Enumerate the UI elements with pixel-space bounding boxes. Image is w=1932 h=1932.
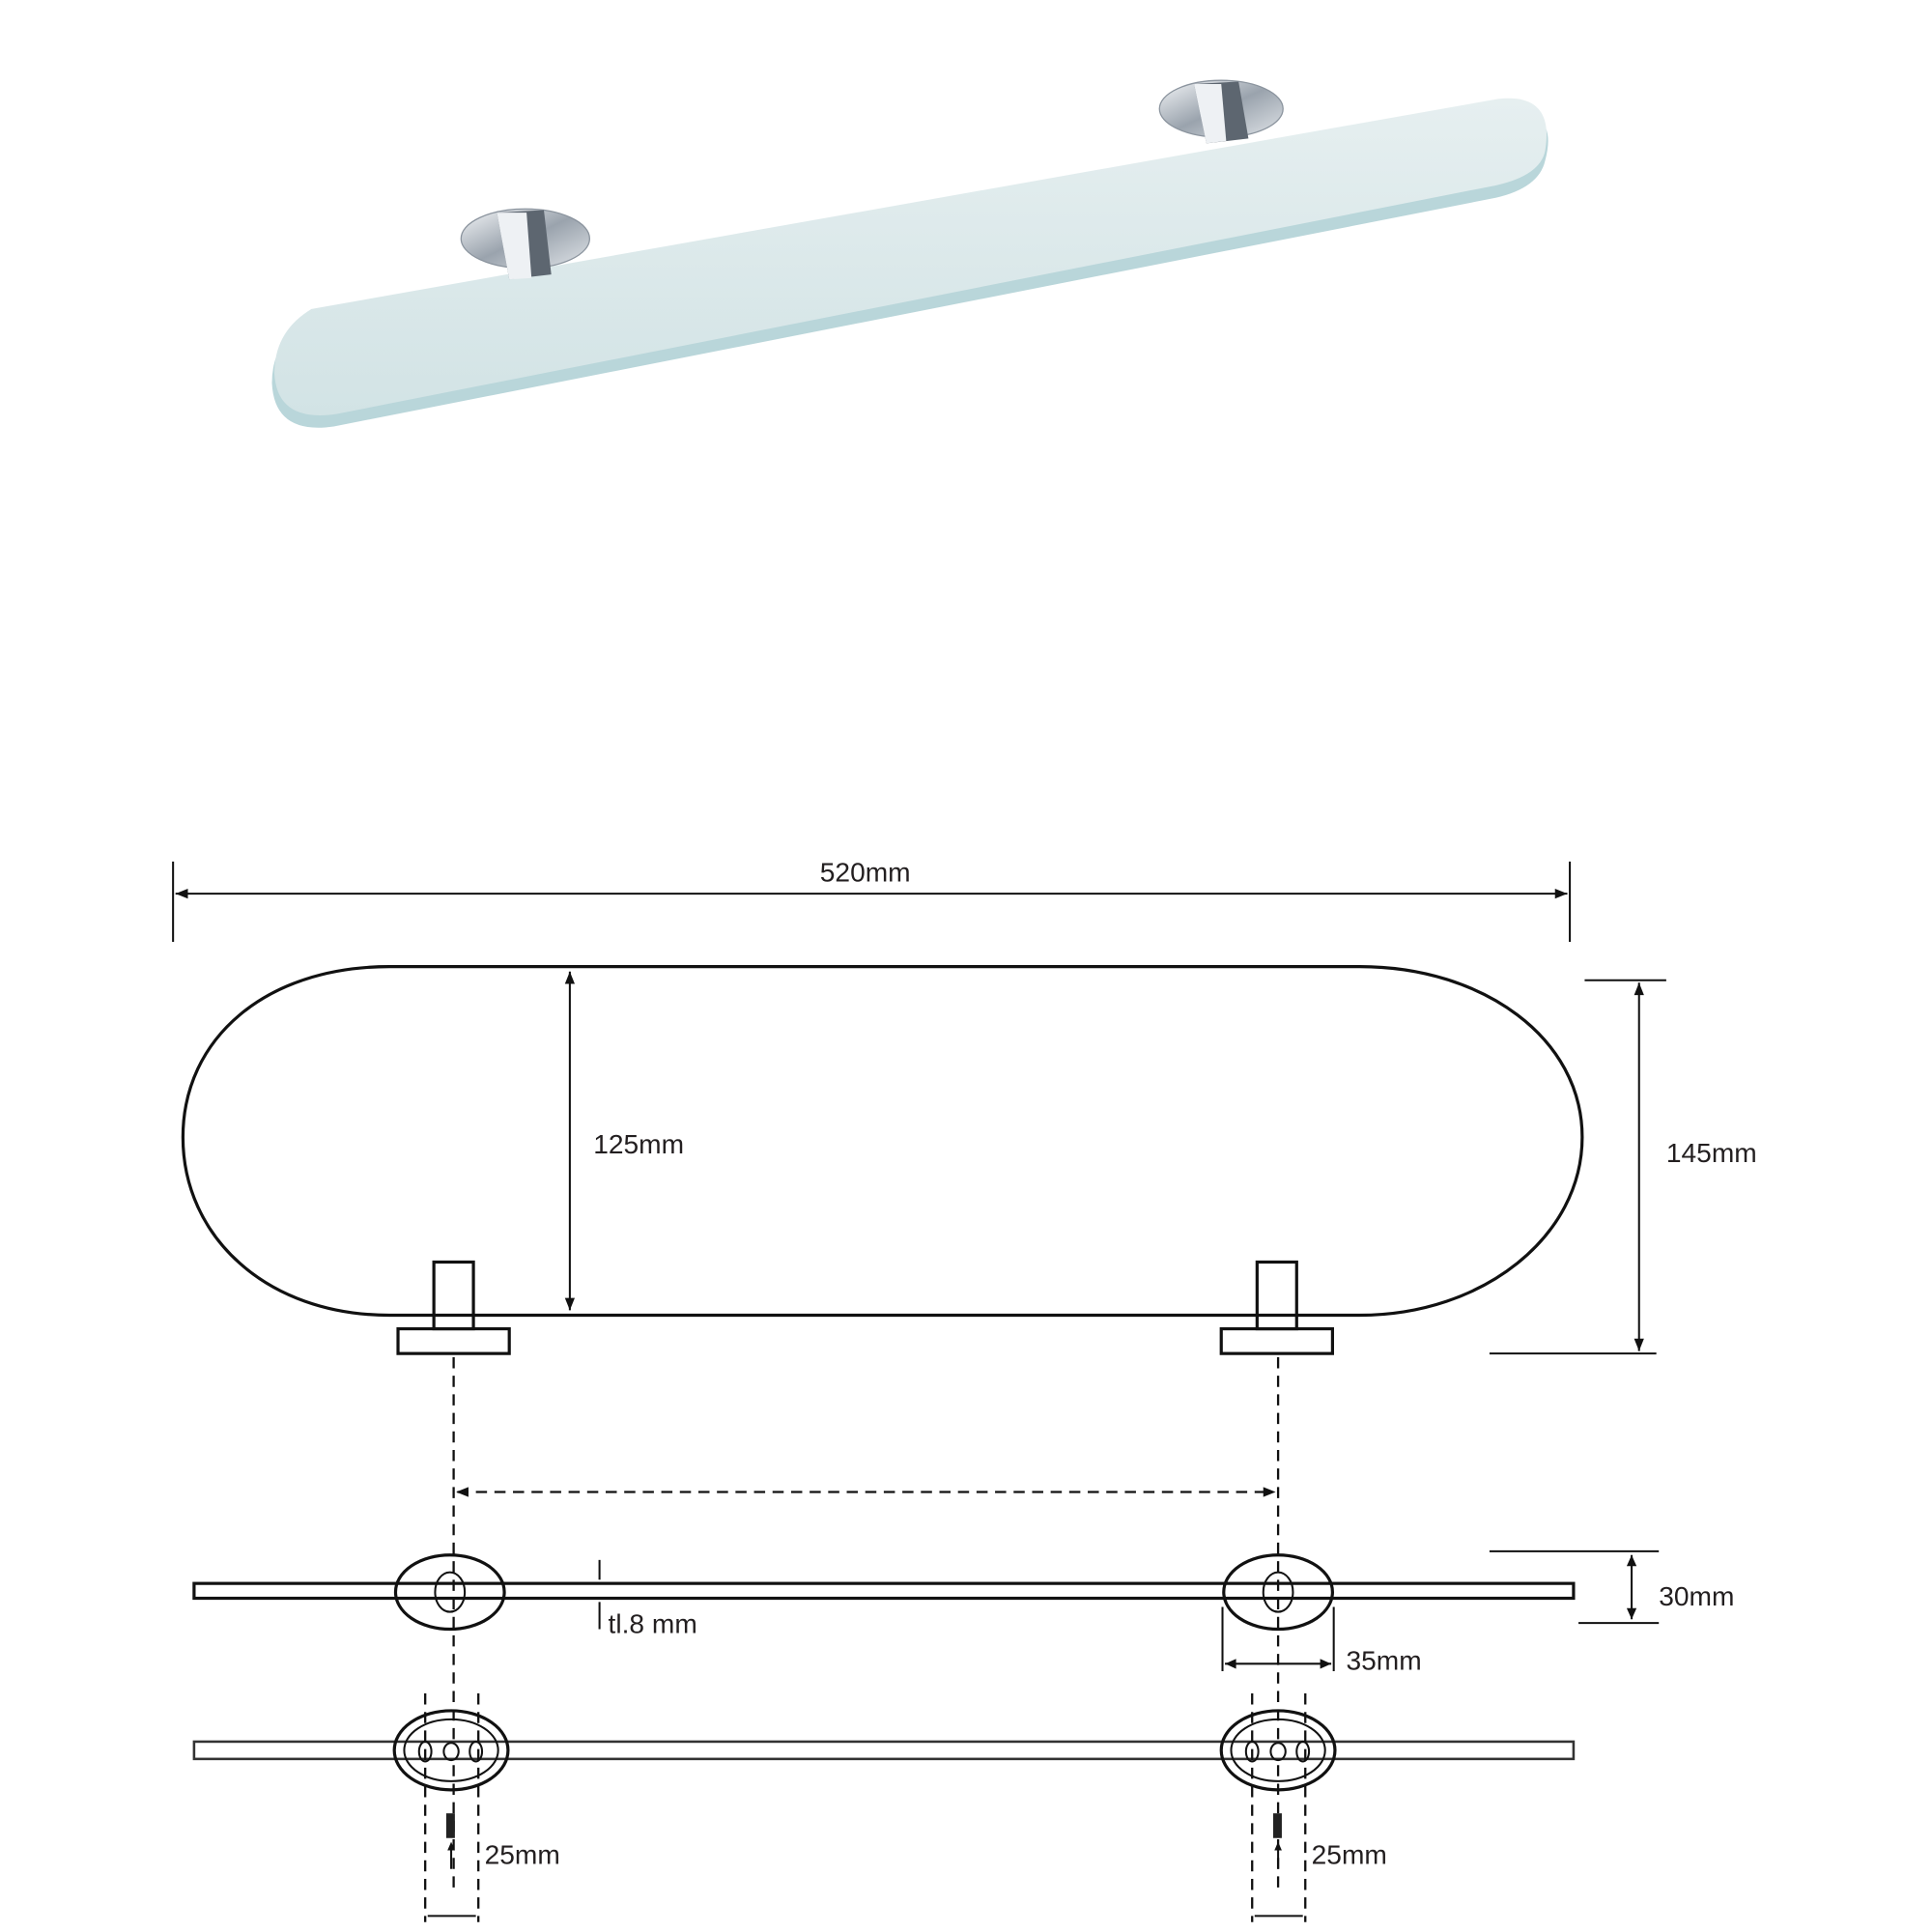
- mount-left-label: 25mm: [485, 1840, 560, 1870]
- bracket-right: [1158, 79, 1284, 144]
- bottom-view: 25mm 25mm: [192, 1693, 1576, 1922]
- center-guides: [452, 1356, 1280, 1891]
- top-view: 520mm 125mm 145mm: [172, 857, 1757, 1355]
- depth-total-label: 145mm: [1666, 1138, 1757, 1168]
- mount-right-label: 25mm: [1312, 1840, 1387, 1870]
- depth-inner-label: 125mm: [593, 1129, 684, 1159]
- shelf-outline: [181, 965, 1584, 1318]
- mount-dimension-left: 25mm: [424, 1693, 560, 1922]
- mount-dimension-right: 25mm: [1251, 1693, 1387, 1922]
- width-label: 520mm: [820, 857, 911, 887]
- bracket-width-label: 35mm: [1346, 1646, 1421, 1676]
- glass-shelf-top: [274, 98, 1548, 415]
- product-photo: [271, 79, 1548, 428]
- bracket-left: [460, 208, 591, 280]
- mount-plate-left: [392, 1709, 510, 1792]
- thickness-label: tl.8 mm: [609, 1608, 697, 1638]
- front-view: tl.8 mm 30mm 35mm: [192, 1549, 1734, 1676]
- height-label: 30mm: [1659, 1581, 1734, 1611]
- mount-plate-right: [1219, 1709, 1337, 1792]
